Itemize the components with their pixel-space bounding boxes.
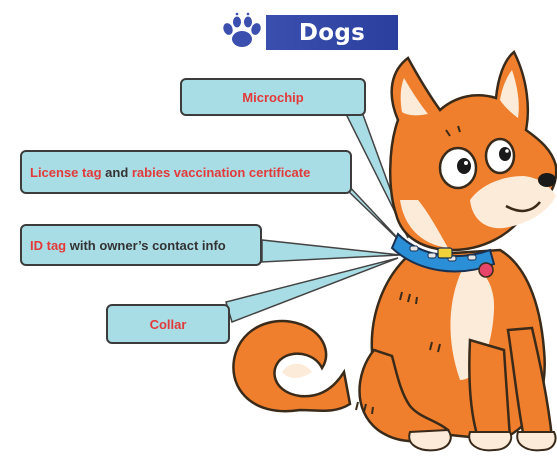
title-header: Dogs: [212, 12, 398, 50]
callout-collar: Collar: [106, 304, 230, 344]
id-tag-label: ID tag: [30, 238, 66, 253]
rabies-certificate-label: rabies vaccination certificate: [132, 165, 310, 180]
collar-label: Collar: [150, 317, 187, 332]
callout-license: License tag and rabies vaccination certi…: [20, 150, 352, 194]
paw-icon: [212, 12, 268, 50]
license-tag-label: License tag: [30, 165, 102, 180]
callout-microchip: Microchip: [180, 78, 366, 116]
callout-id-tag: ID tag with owner’s contact info: [20, 224, 262, 266]
page-title: Dogs: [266, 15, 398, 50]
id-tag-charm: [479, 263, 493, 277]
license-joiner: and: [102, 165, 132, 180]
id-tag-description: with owner’s contact info: [66, 238, 226, 253]
pointer-id-tag: [262, 240, 400, 262]
pointer-collar: [226, 258, 398, 322]
callout-pointers: [226, 112, 408, 322]
dog-nose: [538, 173, 556, 187]
microchip-label: Microchip: [242, 90, 303, 105]
